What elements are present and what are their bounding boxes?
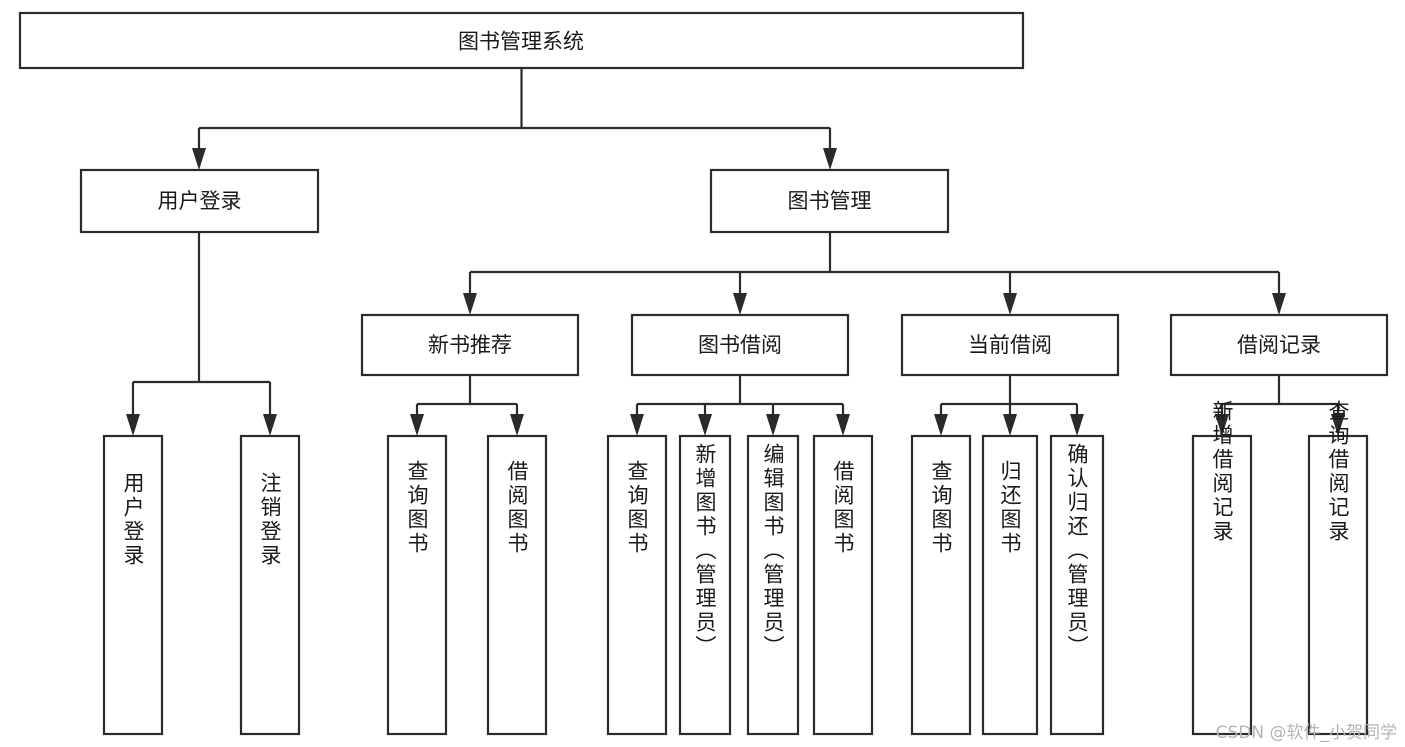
node-label-leaf-record-query: 查询借阅记录 (1326, 400, 1350, 544)
node-leaf-borrow-query-book[interactable]: 查询图书 (606, 434, 668, 736)
node-label-leaf-borrow-edit-book: 编辑图书（管理员） (761, 443, 785, 659)
node-label-book-borrow: 图书借阅 (698, 333, 782, 357)
node-leaf-borrow-borrow-book[interactable]: 借阅图书 (812, 434, 874, 736)
connector-borrowrecord-to-leaves (1215, 375, 1345, 436)
node-leaf-record-query[interactable]: 查询借阅记录 (1307, 400, 1369, 736)
node-current-borrow[interactable]: 当前借阅 (900, 313, 1120, 377)
node-label-leaf-newbook-borrow: 借阅图书 (505, 460, 529, 556)
connector-root-to-level2 (192, 68, 837, 170)
connector-newbook-to-leaves (410, 375, 524, 436)
node-borrow-record[interactable]: 借阅记录 (1169, 313, 1389, 377)
node-leaf-current-confirm-return[interactable]: 确认归还（管理员） (1049, 434, 1105, 736)
node-label-borrow-record: 借阅记录 (1237, 333, 1321, 357)
connector-bookmgmt-to-level3 (463, 232, 1286, 315)
node-leaf-borrow-edit-book[interactable]: 编辑图书（管理员） (746, 434, 800, 736)
node-label-leaf-current-confirm-return: 确认归还（管理员） (1065, 443, 1089, 659)
node-label-current-borrow: 当前借阅 (968, 333, 1052, 357)
node-leaf-user-logout[interactable]: 注销登录 (239, 434, 301, 736)
node-leaf-record-add[interactable]: 新增借阅记录 (1191, 400, 1253, 736)
node-new-book-recommend[interactable]: 新书推荐 (360, 313, 580, 377)
node-book-borrow[interactable]: 图书借阅 (630, 313, 850, 377)
node-label-new-book-recommend: 新书推荐 (428, 333, 512, 357)
node-leaf-user-login-do[interactable]: 用户登录 (102, 434, 164, 736)
connector-bookborrow-to-leaves (630, 375, 850, 436)
node-leaf-current-return-book[interactable]: 归还图书 (981, 434, 1039, 736)
node-label-leaf-record-add: 新增借阅记录 (1210, 400, 1234, 544)
csdn-watermark: CSDN @软件_小贺同学 (1215, 723, 1397, 743)
node-root-system[interactable]: 图书管理系统 (18, 11, 1025, 70)
node-user-login[interactable]: 用户登录 (79, 168, 320, 234)
node-label-leaf-newbook-query: 查询图书 (405, 460, 429, 556)
node-label-leaf-current-query-book: 查询图书 (929, 460, 953, 556)
node-book-management[interactable]: 图书管理 (709, 168, 950, 234)
node-leaf-newbook-query[interactable]: 查询图书 (386, 434, 448, 736)
node-label-leaf-borrow-borrow-book: 借阅图书 (831, 460, 855, 556)
node-label-user-login: 用户登录 (158, 189, 242, 213)
node-label-leaf-user-login-do: 用户登录 (121, 472, 145, 568)
connector-currentborrow-to-leaves (934, 375, 1084, 436)
node-leaf-current-query-book[interactable]: 查询图书 (910, 434, 972, 736)
node-leaf-newbook-borrow[interactable]: 借阅图书 (486, 434, 548, 736)
node-label-leaf-user-logout: 注销登录 (258, 472, 282, 568)
node-label-leaf-borrow-add-book: 新增图书（管理员） (693, 443, 717, 659)
node-label-leaf-current-return-book: 归还图书 (998, 460, 1022, 556)
connector-userlogin-to-leaves (126, 232, 277, 436)
node-label-root-system: 图书管理系统 (458, 30, 584, 54)
node-label-leaf-borrow-query-book: 查询图书 (625, 460, 649, 556)
node-leaf-borrow-add-book[interactable]: 新增图书（管理员） (678, 434, 732, 736)
node-label-book-management: 图书管理 (788, 189, 872, 213)
